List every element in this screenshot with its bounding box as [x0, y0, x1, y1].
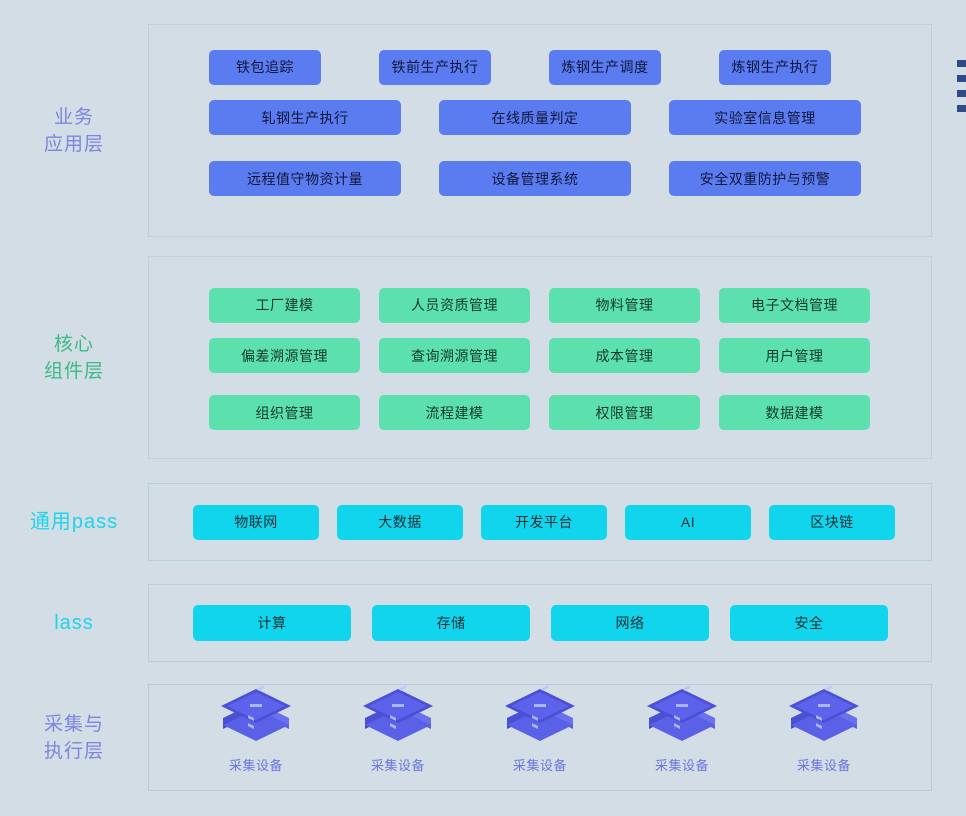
chip-ai[interactable]: AI: [625, 504, 751, 540]
device-item-5[interactable]: 采集设备: [764, 677, 884, 774]
core-row-1: 工厂建模 人员资质管理 物料管理 电子文档管理: [149, 257, 931, 327]
panel-edge: 采集设备: [148, 677, 932, 791]
business-row-2: 轧钢生产执行 在线质量判定 实验室信息管理: [149, 87, 931, 148]
device-label: 采集设备: [370, 758, 425, 773]
device-cube-icon: [643, 677, 721, 747]
layer-business: 业务 应用层 铁包追踪 铁前生产执行 炼钢生产调度 炼钢生产执行 轧钢生产执行 …: [0, 24, 966, 237]
business-row-1: 铁包追踪 铁前生产执行 炼钢生产调度 炼钢生产执行: [149, 25, 931, 87]
layer-edge: 采集与 执行层: [0, 677, 966, 791]
chip-security[interactable]: 安全: [730, 605, 888, 641]
layer-core: 核心 组件层 工厂建模 人员资质管理 物料管理 电子文档管理 偏差溯源管理 查询…: [0, 256, 966, 459]
chip-organization-management[interactable]: 组织管理: [209, 395, 360, 430]
layer-label-business-line1: 业务: [53, 106, 94, 128]
layer-label-iaas-line1: lass: [54, 611, 94, 634]
layer-label-paas-line1: 通用pass: [29, 510, 119, 533]
panel-iaas: 计算 存储 网络 安全: [148, 584, 932, 662]
chip-iron-ladle-tracking[interactable]: 铁包追踪: [209, 49, 321, 85]
chip-electronic-document-management[interactable]: 电子文档管理: [719, 287, 870, 323]
chip-factory-modeling[interactable]: 工厂建模: [209, 287, 360, 323]
device-cube-icon: [785, 677, 863, 747]
chip-network[interactable]: 网络: [551, 605, 709, 641]
layer-label-core-line1: 核心: [53, 333, 94, 355]
chip-development-platform[interactable]: 开发平台: [481, 504, 607, 540]
layer-iaas: lass 计算 存储 网络 安全: [0, 584, 966, 662]
chip-remote-unattended-material-weighing[interactable]: 远程值守物资计量: [209, 161, 401, 196]
edge-decorative-dots: [957, 60, 966, 112]
panel-business: 铁包追踪 铁前生产执行 炼钢生产调度 炼钢生产执行 轧钢生产执行 在线质量判定 …: [148, 24, 932, 237]
chip-iot[interactable]: 物联网: [193, 504, 319, 540]
layer-label-paas: 通用pass: [0, 483, 148, 561]
chip-blockchain[interactable]: 区块链: [769, 504, 895, 540]
chip-personnel-qualification-management[interactable]: 人员资质管理: [379, 287, 530, 323]
chip-big-data[interactable]: 大数据: [337, 504, 463, 540]
layer-label-business: 业务 应用层: [0, 24, 148, 237]
chip-data-modeling[interactable]: 数据建模: [719, 395, 870, 430]
device-label: 采集设备: [796, 758, 851, 773]
panel-core: 工厂建模 人员资质管理 物料管理 电子文档管理 偏差溯源管理 查询溯源管理 成本…: [148, 256, 932, 459]
chip-process-modeling[interactable]: 流程建模: [379, 395, 530, 430]
chip-ironmaking-production-execution[interactable]: 铁前生产执行: [379, 49, 491, 85]
device-row: 采集设备: [149, 677, 931, 790]
chip-query-traceability-management[interactable]: 查询溯源管理: [379, 338, 530, 373]
panel-paas: 物联网 大数据 开发平台 AI 区块链: [148, 483, 932, 561]
device-item-3[interactable]: 采集设备: [480, 677, 600, 774]
device-item-2[interactable]: 采集设备: [338, 677, 458, 774]
edge-dot-4: [957, 105, 966, 112]
core-row-2: 偏差溯源管理 查询溯源管理 成本管理 用户管理: [149, 327, 931, 384]
layer-paas: 通用pass 物联网 大数据 开发平台 AI 区块链: [0, 483, 966, 561]
layer-label-core-line2: 组件层: [43, 360, 104, 382]
chip-steelmaking-production-scheduling[interactable]: 炼钢生产调度: [549, 49, 661, 85]
iaas-row-1: 计算 存储 网络 安全: [149, 585, 931, 661]
device-cube-icon: [501, 677, 579, 747]
chip-laboratory-information-management[interactable]: 实验室信息管理: [669, 100, 861, 135]
chip-safety-dual-prevention-and-warning[interactable]: 安全双重防护与预警: [669, 161, 861, 196]
layer-label-edge-line1: 采集与: [43, 713, 104, 735]
paas-row-1: 物联网 大数据 开发平台 AI 区块链: [149, 484, 931, 560]
chip-cost-management[interactable]: 成本管理: [549, 338, 700, 373]
chip-deviation-traceability-management[interactable]: 偏差溯源管理: [209, 338, 360, 373]
layer-label-edge-line2: 执行层: [43, 740, 104, 762]
layer-label-business-line2: 应用层: [43, 133, 104, 155]
device-label: 采集设备: [228, 758, 283, 773]
business-row-3: 远程值守物资计量 设备管理系统 安全双重防护与预警: [149, 148, 931, 209]
layer-label-core: 核心 组件层: [0, 256, 148, 459]
chip-rolling-production-execution[interactable]: 轧钢生产执行: [209, 100, 401, 135]
device-label: 采集设备: [654, 758, 709, 773]
device-item-1[interactable]: 采集设备: [196, 677, 316, 774]
chip-permission-management[interactable]: 权限管理: [549, 395, 700, 430]
device-cube-icon: [359, 677, 437, 747]
layer-label-iaas: lass: [0, 584, 148, 662]
chip-steelmaking-production-execution[interactable]: 炼钢生产执行: [719, 49, 831, 85]
core-row-3: 组织管理 流程建模 权限管理 数据建模: [149, 384, 931, 441]
chip-material-management[interactable]: 物料管理: [549, 287, 700, 323]
chip-user-management[interactable]: 用户管理: [719, 338, 870, 373]
device-label: 采集设备: [512, 758, 567, 773]
edge-dot-1: [957, 60, 966, 67]
device-item-4[interactable]: 采集设备: [622, 677, 742, 774]
device-cube-icon: [217, 677, 295, 747]
chip-equipment-management-system[interactable]: 设备管理系统: [439, 161, 631, 196]
chip-storage[interactable]: 存储: [372, 605, 530, 641]
edge-dot-3: [957, 90, 966, 97]
edge-dot-2: [957, 75, 966, 82]
chip-online-quality-judgement[interactable]: 在线质量判定: [439, 100, 631, 135]
chip-compute[interactable]: 计算: [193, 605, 351, 641]
layer-label-edge: 采集与 执行层: [0, 684, 148, 791]
